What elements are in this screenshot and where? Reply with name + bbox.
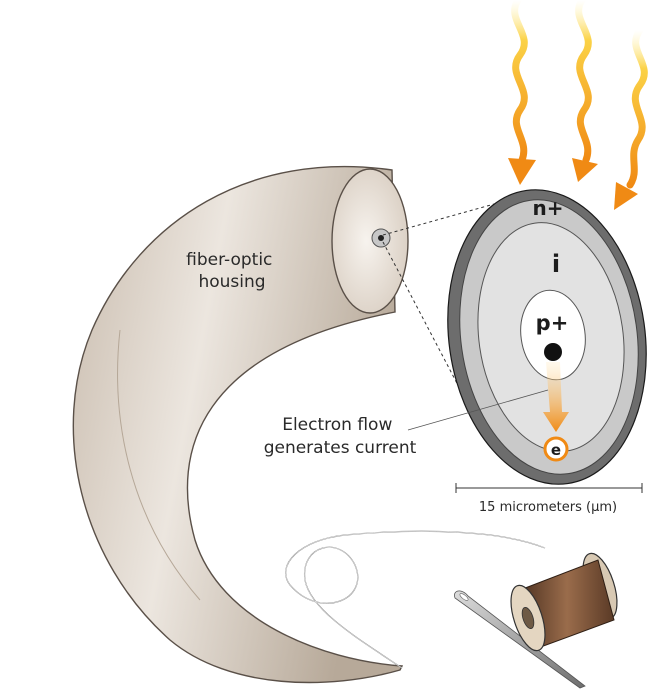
needle-icon xyxy=(454,590,586,689)
flow-label-line1: Electron flow xyxy=(282,415,392,435)
housing-label-line1: fiber-optic xyxy=(186,250,272,270)
electron-label: e xyxy=(551,441,561,459)
electron-icon xyxy=(543,436,569,462)
housing-label-line2: housing xyxy=(198,272,265,292)
fiber-housing-end-cap xyxy=(331,168,409,314)
fiber-housing-crease xyxy=(117,329,201,601)
n-plus-label: n+ xyxy=(533,196,564,220)
core-dot xyxy=(544,343,562,361)
thread-inner xyxy=(285,531,546,669)
flow-label: Electron flow generates current xyxy=(264,415,417,458)
flow-label-line2: generates current xyxy=(264,438,417,458)
thread-spool-icon xyxy=(510,552,618,652)
light-wave-icon xyxy=(508,0,536,185)
flow-leader-line xyxy=(407,389,549,431)
scale-label: 15 micrometers (µm) xyxy=(479,500,617,515)
i-label: i xyxy=(552,250,560,278)
scale-bar xyxy=(455,483,643,493)
light-wave-icon xyxy=(614,26,648,210)
fiber-housing-body xyxy=(72,165,404,684)
light-wave-icon xyxy=(572,0,598,182)
p-plus-label: p+ xyxy=(536,311,569,335)
zoom-line-lower xyxy=(382,241,473,413)
detector-cross-section: e n+ i p+ xyxy=(447,189,647,485)
electron-flow-arrow xyxy=(543,362,569,432)
housing-label: fiber-optic housing xyxy=(186,250,278,292)
fiber-core-dot xyxy=(378,235,384,241)
thread xyxy=(285,530,546,669)
